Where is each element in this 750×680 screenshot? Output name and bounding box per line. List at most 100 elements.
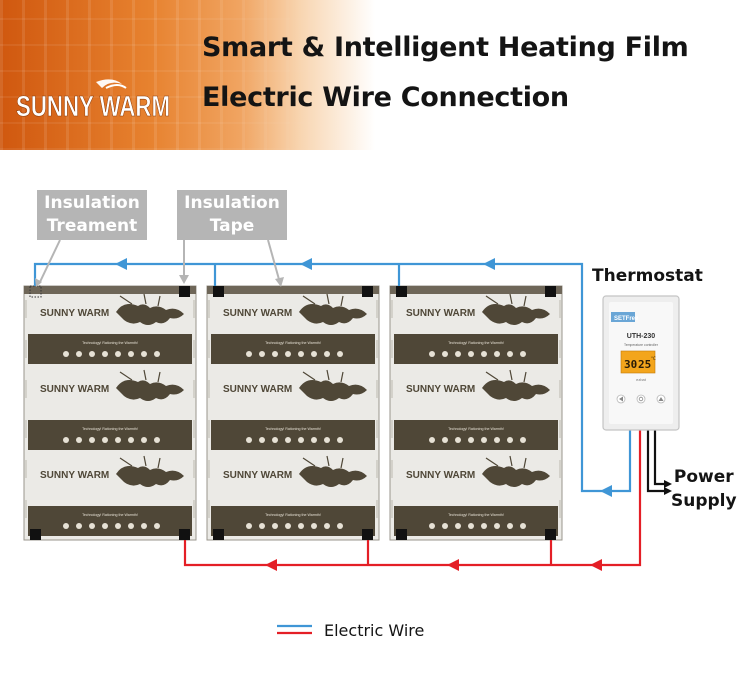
film-feature-icon	[272, 437, 278, 443]
thermostat-button	[636, 394, 646, 404]
film-feature-icon	[311, 351, 317, 357]
map-shape	[299, 466, 367, 487]
map-shape	[299, 304, 367, 325]
film-tagline: Technology! Rationing the Warmth!	[82, 427, 138, 431]
film-feature-icon	[455, 351, 461, 357]
film-feature-icon	[89, 351, 95, 357]
logo-wordmark: SUNNY WARM	[16, 91, 170, 122]
film-feature-icon	[481, 351, 487, 357]
film-tagline: Technology! Rationing the Warmth!	[82, 341, 138, 345]
film-feature-icon	[520, 437, 526, 443]
callout-pointer-head	[275, 277, 284, 287]
film-dark-band	[28, 420, 192, 450]
callout-pointer-head	[35, 278, 42, 287]
film-brand-text: SUNNY WARM	[40, 384, 109, 395]
callout-line: Tape	[209, 216, 255, 236]
film-feature-icon	[246, 523, 252, 529]
sunny-warm-logo: SUNNY WARM	[16, 79, 170, 122]
power-supply-line: Supply	[671, 491, 737, 511]
map-shape	[116, 304, 184, 325]
world-map-graphic	[482, 293, 550, 325]
connector-clamp	[30, 529, 41, 540]
film-brand-text: SUNNY WARM	[223, 308, 292, 319]
connector-clamp	[179, 529, 190, 540]
film-feature-icon	[259, 523, 265, 529]
film-feature-icon	[89, 437, 95, 443]
film-feature-icon	[141, 437, 147, 443]
film-feature-icon	[115, 351, 121, 357]
film-dark-band	[211, 420, 375, 450]
film-feature-icon	[298, 523, 304, 529]
wires	[33, 239, 672, 571]
film-feature-icon	[468, 351, 474, 357]
heating-film-panels: SUNNY WARM Technology! Rationing the Warm…	[23, 285, 563, 541]
arrow-left	[265, 559, 277, 571]
film-feature-icon	[337, 351, 343, 357]
film-feature-icon	[324, 437, 330, 443]
film-dark-band	[394, 506, 558, 536]
film-feature-icon	[298, 351, 304, 357]
thermostat-brand-text: SETFree	[614, 316, 639, 322]
arrow-left	[600, 485, 612, 497]
film-feature-icon	[455, 523, 461, 529]
thermostat-display	[620, 350, 656, 374]
callout-pointer-head	[179, 275, 189, 284]
film-tagline: Technology! Rationing the Warmth!	[448, 341, 504, 345]
power-supply-label: Power Supply	[671, 465, 737, 513]
film-feature-icon	[429, 351, 435, 357]
arrow-left	[300, 258, 312, 270]
heating-film-column: SUNNY WARM Technology! Rationing the Warm…	[206, 285, 380, 541]
blue-wire-trunk	[33, 262, 632, 493]
film-feature-icon	[507, 351, 513, 357]
film-top-strip	[390, 286, 562, 294]
world-map-graphic	[116, 369, 184, 401]
callout-line: Insulation	[44, 193, 140, 213]
connector-clamp	[362, 286, 373, 297]
film-top-strip	[207, 286, 379, 294]
thermostat-model: UTH-230	[627, 333, 656, 340]
film-feature-icon	[494, 523, 500, 529]
thermostat-display-unit: °C	[651, 356, 656, 361]
film-top-strip	[24, 286, 196, 294]
power-wire	[653, 430, 668, 486]
film-tagline: Technology! Rationing the Warmth!	[82, 513, 138, 517]
film-tagline: Technology! Rationing the Warmth!	[265, 513, 321, 517]
film-feature-icon	[337, 523, 343, 529]
connector-clamp	[362, 529, 373, 540]
film-segment: SUNNY WARM Technology! Rationing the Warm…	[394, 293, 558, 364]
map-building-lines	[485, 369, 527, 383]
thermostat-small-brand: ezbat	[636, 377, 647, 382]
world-map-graphic	[116, 455, 184, 487]
world-map-graphic	[299, 293, 367, 325]
map-shape	[299, 380, 367, 401]
page-title-line2: Electric Wire Connection	[202, 82, 569, 113]
film-feature-icon	[128, 437, 134, 443]
film-body	[389, 285, 563, 541]
film-brand-text: SUNNY WARM	[406, 384, 475, 395]
film-brand-text: SUNNY WARM	[406, 308, 475, 319]
film-feature-icon	[507, 523, 513, 529]
film-brand-text: SUNNY WARM	[223, 470, 292, 481]
map-building-lines	[485, 455, 527, 469]
world-map-graphic	[299, 455, 367, 487]
banner-background-texture	[0, 0, 330, 150]
connector-clamp	[396, 286, 407, 297]
legend-label: Electric Wire	[324, 621, 425, 640]
film-feature-icon	[141, 523, 147, 529]
heating-film-column: SUNNY WARM Technology! Rationing the Warm…	[389, 285, 563, 541]
film-feature-icon	[141, 351, 147, 357]
film-feature-icon	[63, 523, 69, 529]
film-feature-icon	[115, 437, 121, 443]
callout-line: Treament	[46, 216, 138, 236]
map-shape	[116, 466, 184, 487]
map-building-lines	[119, 293, 161, 307]
connector-clamp	[213, 286, 224, 297]
film-feature-icon	[89, 523, 95, 529]
power-wire	[646, 430, 668, 493]
film-feature-icon	[311, 523, 317, 529]
thermostat-display-current: 25	[638, 358, 651, 371]
thermostat-label: Thermostat	[592, 266, 703, 286]
